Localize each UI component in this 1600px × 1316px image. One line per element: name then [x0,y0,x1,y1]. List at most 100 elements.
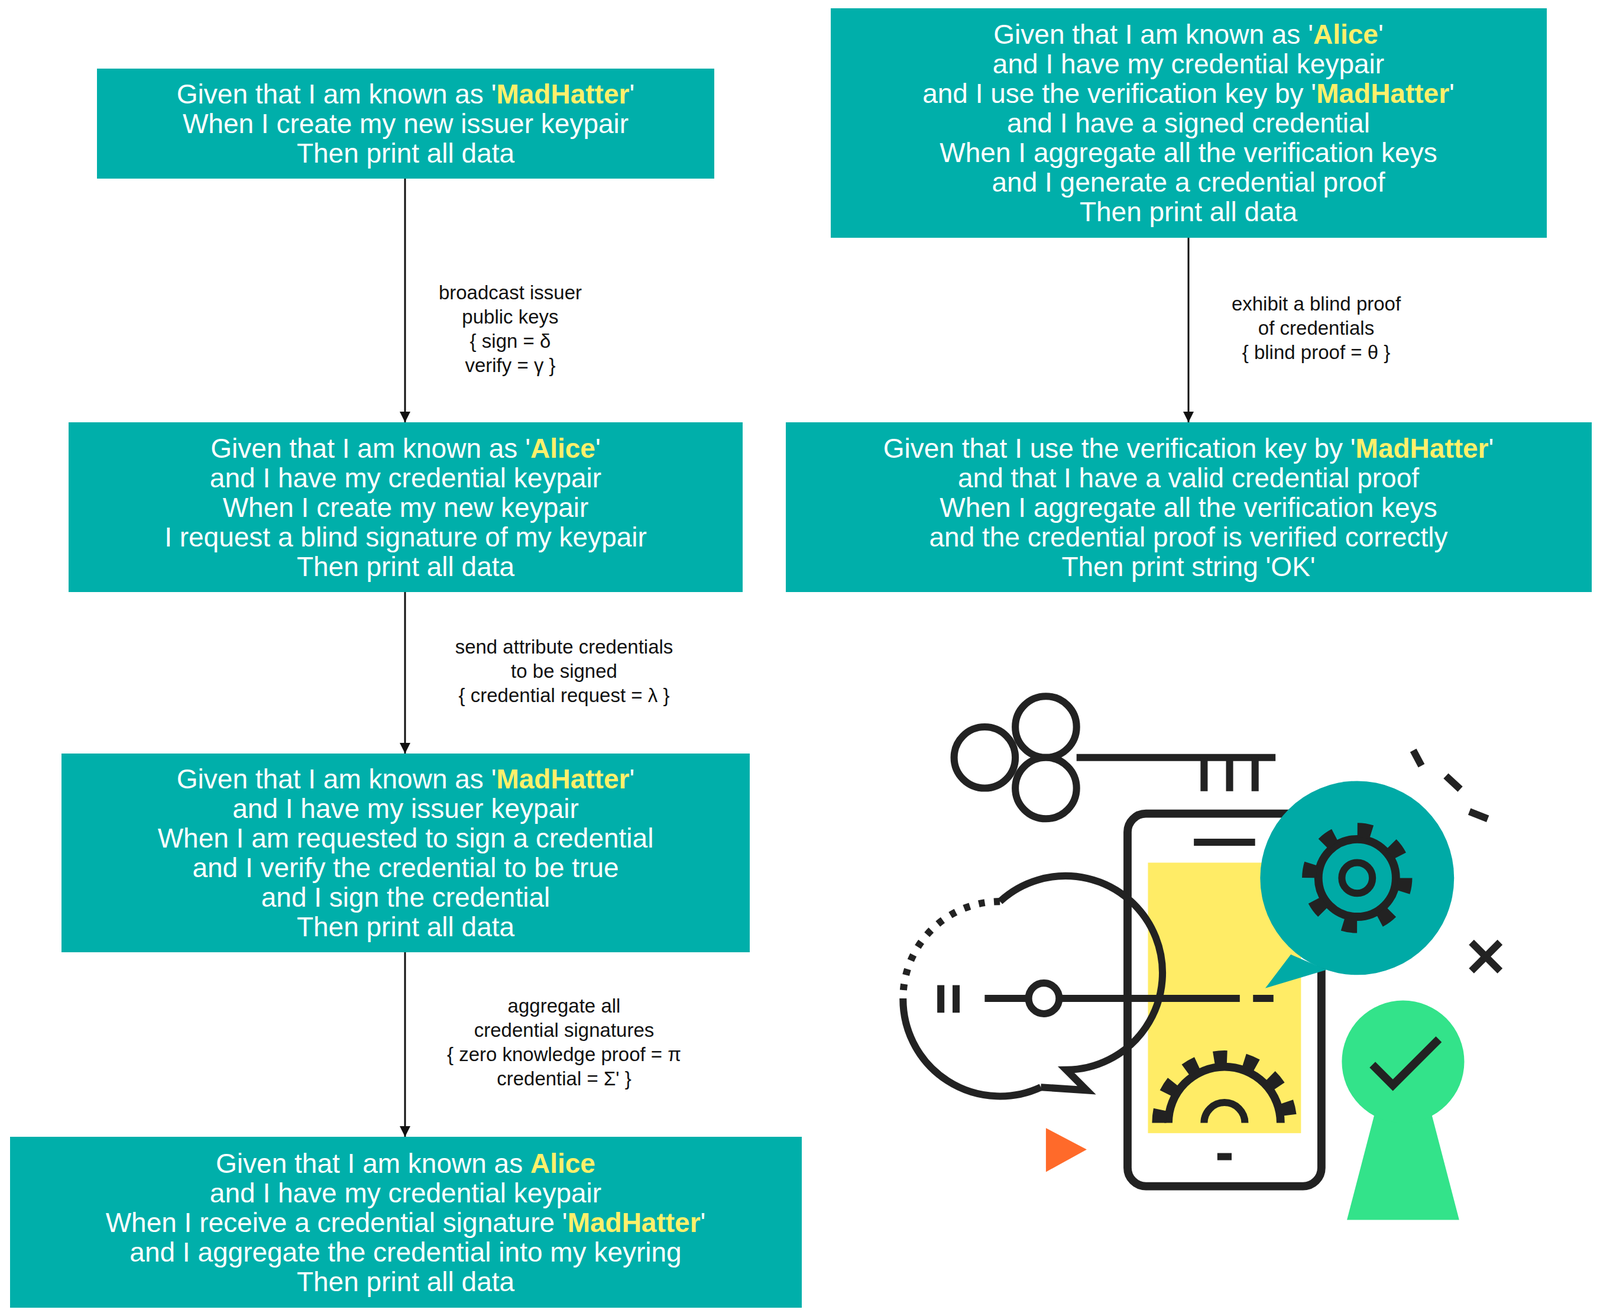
text-line: and that I have a valid credential proof [883,462,1495,493]
key-icon-part [1226,757,1234,792]
speech-bubble-part [984,994,1029,1002]
process-box: Given that I am known as 'Alice' and I h… [830,8,1547,238]
play-triangle-part [1045,1127,1087,1172]
decor-marks [1413,750,1501,971]
edge-label: aggregate all credential signatures { ze… [444,993,684,1091]
speech-bubble-part [1252,994,1274,1002]
text-line: and I have my credential keypair [105,1177,706,1208]
text-line: of credentials [1231,315,1401,340]
key-icon-part [1015,757,1077,819]
text-line: to be signed [455,658,674,683]
text-line: and I sign the credential [157,882,654,912]
text-line: and I generate a credential proof [922,167,1455,197]
text-line: { sign = δ [438,328,582,353]
step-text: Given that I am known as 'Alice' and I h… [922,19,1455,227]
gear-bubble-part [1260,780,1454,975]
text-line: Then print all data [105,1266,706,1297]
speech-bubble-part [952,985,960,1013]
key-icon-part [1015,695,1077,758]
flow-arrow [1187,237,1190,423]
phone-icon-part [1217,1152,1232,1160]
text-line: and I verify the credential to be true [157,852,654,883]
name-highlight: MadHatter [567,1206,701,1238]
text-line: Given that I am known as Alice [105,1148,706,1178]
speech-bubble-part [999,875,1163,1090]
keyhole-icon-part [1341,999,1465,1123]
key-icon-part [954,726,1016,789]
text-line: When I create my new issuer keypair [176,108,635,139]
flow-arrow [404,178,407,423]
step-text: Given that I use the verification key by… [883,433,1495,582]
flow-arrow [404,951,407,1137]
name-highlight: MadHatter [1355,432,1489,464]
text-line: send attribute credentials [455,634,674,659]
key-icon-part [1251,757,1259,792]
flow-arrow [404,591,407,754]
key-icon-part [1200,757,1208,792]
text-line: When I am requested to sign a credential [157,823,654,853]
keyhole-icon [1341,999,1465,1220]
process-box: Given that I am known as Alice and I hav… [10,1136,802,1308]
text-line: and I have my credential keypair [922,49,1455,79]
decor-marks-part [1445,775,1460,789]
process-box: Given that I use the verification key by… [785,422,1592,592]
process-box: Given that I am known as 'Alice' and I h… [68,422,743,592]
name-highlight: MadHatter [496,763,630,795]
step-text: Given that I am known as 'MadHatter' Whe… [176,79,635,168]
name-highlight: Alice [530,1147,596,1179]
yellow-gear-part [1158,1057,1290,1123]
text-line: Then print all data [164,551,647,582]
text-line: Given that I use the verification key by… [883,433,1495,463]
yellow-gear-part [1168,1066,1281,1123]
text-line: I request a blind signature of my keypai… [164,522,647,552]
yellow-gear-part [1203,1102,1245,1123]
name-highlight: Alice [1313,18,1379,50]
phone-icon-part [1193,838,1256,846]
text-line: aggregate all [447,993,682,1018]
speech-bubble-part [937,985,945,1013]
speech-bubble-part [1028,982,1060,1014]
text-line: exhibit a blind proof [1231,291,1401,316]
text-line: When I create my new keypair [164,492,647,523]
text-line: Given that I am known as 'Alice' [164,433,647,463]
text-line: When I receive a credential signature 'M… [105,1207,706,1237]
text-line: When I aggregate all the verification ke… [883,492,1495,523]
text-line: Then print all data [157,911,654,942]
text-line: and the credential proof is verified cor… [883,522,1495,552]
decor-marks-part [1471,941,1501,971]
edge-label: send attribute credentials to be signed … [452,634,676,708]
decor-marks-part [1413,750,1422,766]
text-line: Then print string 'OK' [883,551,1495,582]
speech-bubble-part [902,901,1000,999]
step-text: Given that I am known as Alice and I hav… [105,1148,706,1297]
play-triangle [1045,1127,1087,1172]
text-line: and I use the verification key by 'MadHa… [922,78,1455,109]
text-line: { blind proof = θ } [1231,339,1401,365]
speech-bubble-part [902,998,1041,1096]
text-line: { credential request = λ } [455,682,674,708]
decor-marks-part [1469,811,1488,819]
name-highlight: Alice [530,432,596,464]
text-line: and I have my credential keypair [164,462,647,493]
edge-label: broadcast issuer public keys { sign = δ … [436,280,585,378]
gear-bubble [1260,780,1454,988]
step-text: Given that I am known as 'Alice' and I h… [164,433,647,582]
step-text: Given that I am known as 'MadHatter' and… [157,763,654,942]
text-line: Given that I am known as 'MadHatter' [176,79,635,109]
name-highlight: MadHatter [1316,78,1450,109]
text-line: When I aggregate all the verification ke… [922,137,1455,168]
edge-label: exhibit a blind proof of credentials { b… [1229,291,1404,365]
yellow-gear [1158,1057,1290,1123]
gear-bubble-part [1318,839,1397,917]
text-line: Given that I am known as 'Alice' [922,19,1455,50]
text-line: and I have a signed credential [922,108,1455,138]
text-line: and I aggregate the credential into my k… [105,1236,706,1267]
speech-bubble-part [1058,994,1240,1002]
process-box: Given that I am known as 'MadHatter' Whe… [96,68,715,179]
text-line: Given that I am known as 'MadHatter' [157,763,654,794]
key-icon [954,695,1276,819]
speech-bubble [902,875,1274,1096]
text-line: { zero knowledge proof = π [447,1041,682,1067]
gear-bubble-part [1341,862,1373,894]
